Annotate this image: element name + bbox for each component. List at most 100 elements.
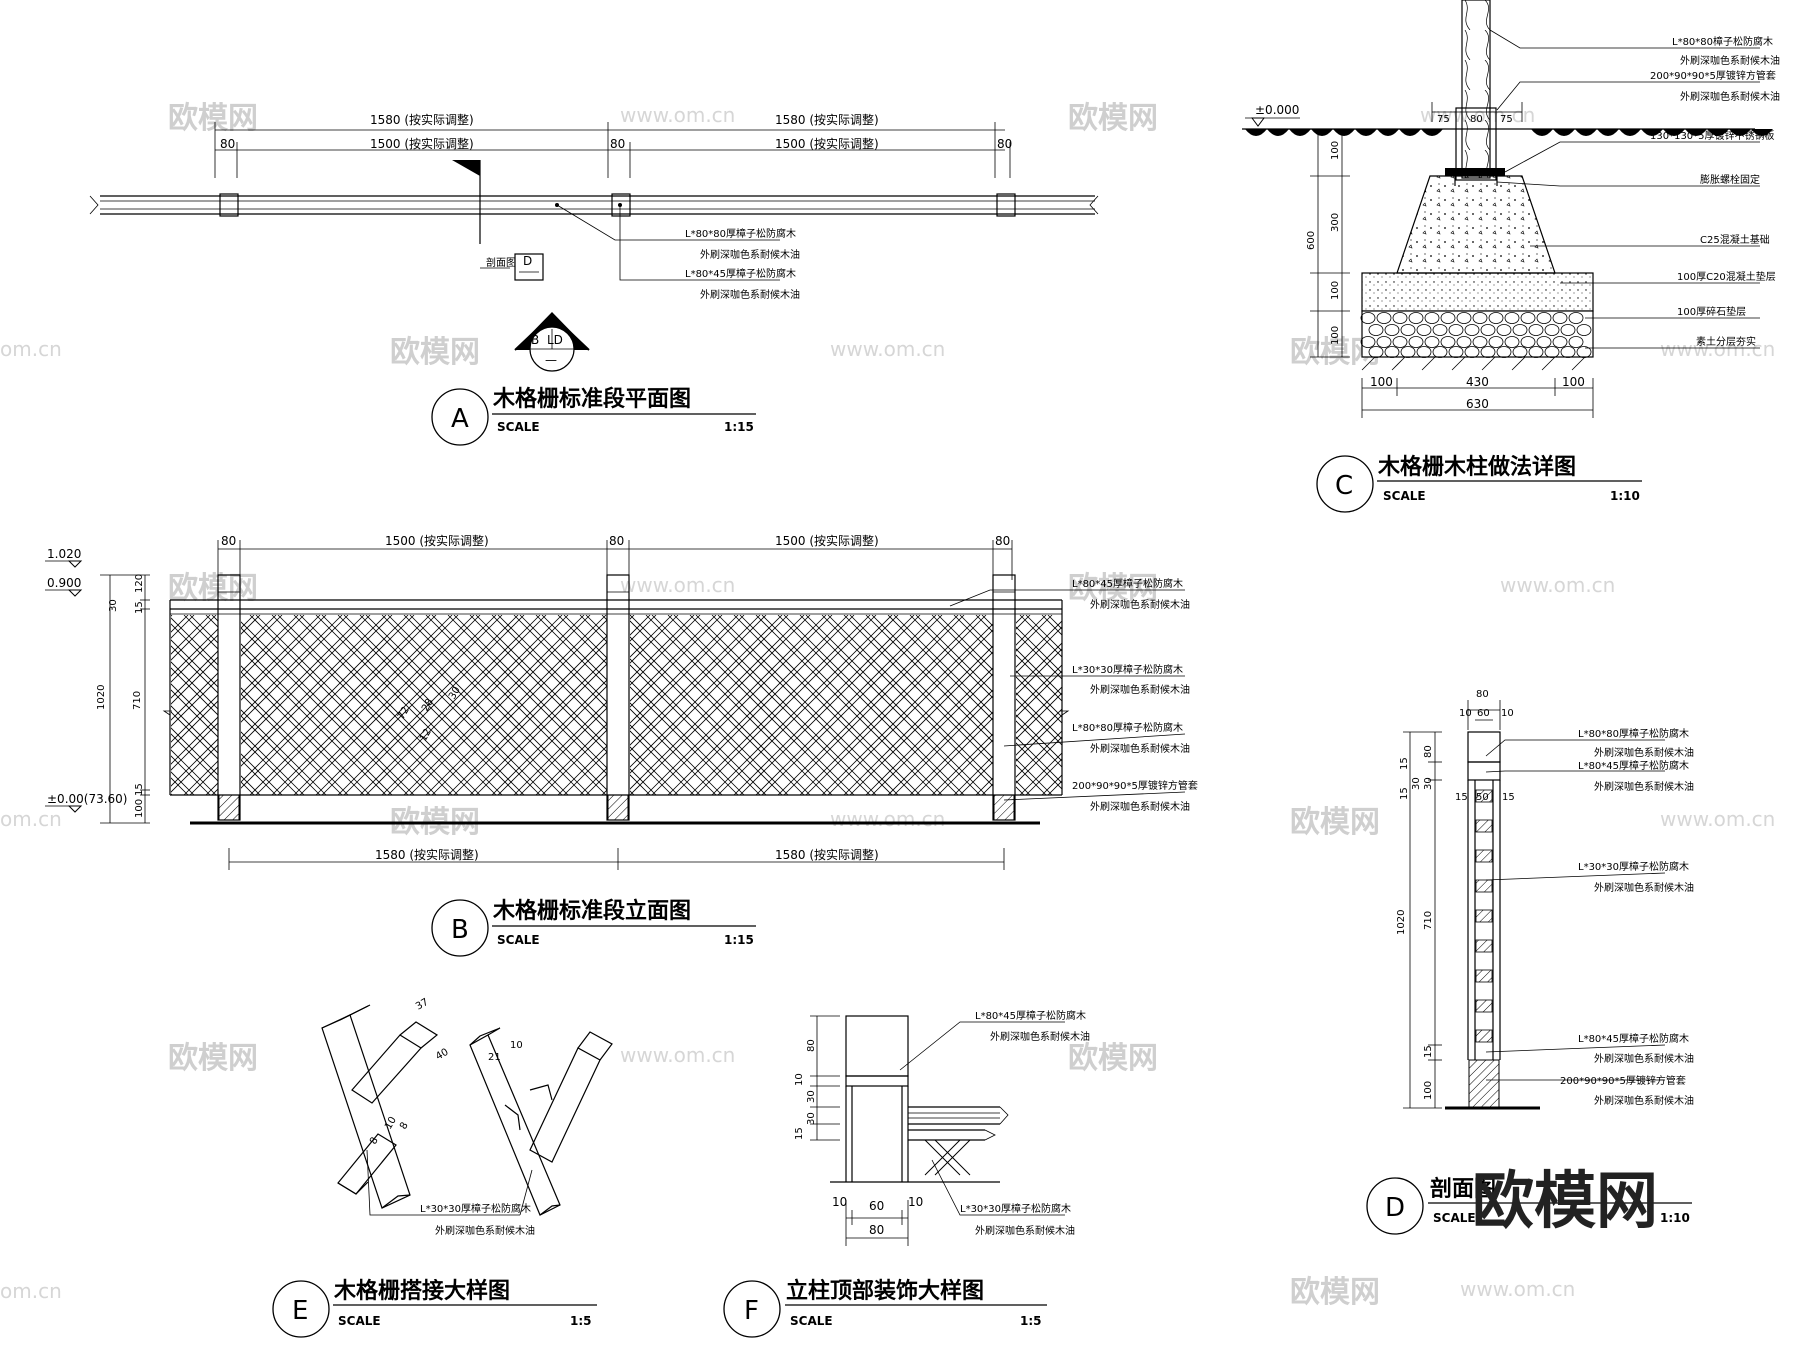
detail-tag-top: B	[531, 333, 539, 347]
level-mark: 1.020	[47, 547, 81, 561]
column-dim-bottom: 100	[1370, 375, 1393, 389]
panel-a-scale: 1:15	[724, 420, 754, 434]
detail-tag-right: LD	[547, 333, 563, 347]
panel-b-scale-label: SCALE	[497, 933, 540, 947]
panel-c-badge	[1316, 455, 1374, 513]
column-level: ±0.000	[1255, 103, 1299, 117]
section-note: 外刷深咖色系耐候木油	[1594, 1094, 1694, 1107]
panel-d-section: 80 10 60 10 80 15 30 30 15 1020 710 15 1…	[1366, 689, 1694, 1237]
panel-e-scale: 1:5	[570, 1314, 592, 1328]
panel-f-post-top-detail: 80 10 30 30 15 10 60 10 80 L*80*45厚樟子松防腐…	[723, 1009, 1090, 1338]
watermark-url: om.cn	[0, 807, 62, 831]
section-mid-dim: 15	[1455, 792, 1468, 803]
post-top-dim: 30	[806, 1090, 817, 1103]
post-top-note: L*30*30厚樟子松防腐木	[960, 1202, 1071, 1215]
plan-dim-mid: 80	[997, 137, 1012, 151]
column-note: L*80*80樟子松防腐木	[1672, 35, 1773, 48]
section-dim-top: 10	[1501, 708, 1514, 719]
section-note: 外刷深咖色系耐候木油	[1594, 1052, 1694, 1065]
watermark-url: www.om.cn	[620, 103, 735, 127]
elev-dim-left: 100	[134, 799, 145, 818]
watermark-url: om.cn	[0, 1279, 62, 1303]
brand-watermark: 欧模网	[1472, 1164, 1658, 1237]
joint-dim: 10	[510, 1040, 523, 1051]
column-note: 外刷深咖色系耐候木油	[1680, 54, 1780, 67]
elev-note: 外刷深咖色系耐候木油	[1090, 800, 1190, 813]
section-dim-top: 60	[1477, 708, 1490, 719]
column-note: 100厚碎石垫层	[1677, 305, 1746, 318]
column-dim-left: 600	[1306, 231, 1317, 250]
section-dim-top: 80	[1476, 689, 1489, 700]
panel-b-badge	[431, 899, 489, 957]
panel-e-badge	[272, 1280, 330, 1338]
plan-note: L*80*45厚樟子松防腐木	[685, 267, 796, 280]
column-dim-bottom: 100	[1562, 375, 1585, 389]
panel-e-scale-label: SCALE	[338, 1314, 381, 1328]
panel-a-letter: A	[451, 404, 469, 434]
section-dim-left: 710	[1423, 911, 1434, 930]
column-note: 200*90*90*5厚镀锌方管套	[1650, 69, 1776, 82]
panel-a-badge	[431, 388, 489, 446]
plan-note: 外刷深咖色系耐候木油	[700, 248, 800, 261]
panel-b-elevation: 80 1500 (按实际调整) 80 1500 (按实际调整) 80 72	[45, 533, 1198, 957]
section-note: L*30*30厚樟子松防腐木	[1578, 860, 1689, 873]
post-top-note: L*80*45厚樟子松防腐木	[975, 1009, 1086, 1022]
column-note: 130*130*5厚镀锌不锈钢板	[1650, 129, 1775, 142]
elev-dim-bottom: 1580 (按实际调整)	[775, 847, 879, 862]
panel-f-letter: F	[744, 1296, 759, 1326]
elev-dim-top: 80	[221, 534, 236, 548]
panel-c-title: 木格栅木柱做法详图	[1377, 454, 1576, 480]
panel-e-letter: E	[292, 1296, 308, 1326]
elev-note: 外刷深咖色系耐候木油	[1090, 742, 1190, 755]
watermark-text: 欧模网	[1290, 805, 1380, 840]
lattice-pattern	[171, 615, 1062, 795]
watermark-url: www.om.cn	[830, 337, 945, 361]
panel-c-scale: 1:10	[1610, 489, 1640, 503]
section-dim-left: 30	[1411, 777, 1422, 790]
joint-dim: 8	[368, 1135, 381, 1146]
elev-note: 外刷深咖色系耐候木油	[1090, 683, 1190, 696]
column-notes: L*80*80樟子松防腐木 外刷深咖色系耐候木油 200*90*90*5厚镀锌方…	[1489, 29, 1780, 349]
section-dim-left: 15	[1399, 787, 1410, 800]
elev-dim-left: 15	[134, 601, 145, 614]
section-dim-top: 10	[1459, 708, 1472, 719]
panel-e-joint-detail: 37 40 21 10 10 8 8 L*30*30厚樟子松防腐木 外刷深咖色系…	[272, 997, 613, 1338]
level-mark: 0.900	[47, 576, 81, 590]
elev-dim-left: 120	[134, 574, 145, 593]
column-dim-left: 300	[1330, 213, 1341, 232]
elev-dim-left: 30	[108, 599, 119, 612]
panel-b-title: 木格栅标准段立面图	[492, 898, 691, 924]
plan-section-tag: 剖面图	[486, 256, 516, 269]
column-note: 外刷深咖色系耐候木油	[1680, 90, 1780, 103]
plan-note: L*80*80厚樟子松防腐木	[685, 227, 796, 240]
panel-b-letter: B	[451, 915, 469, 945]
column-dim-left: 100	[1330, 281, 1341, 300]
plan-section-id: D	[523, 254, 532, 268]
section-dim-left: 15	[1399, 757, 1410, 770]
joint-dim: 40	[434, 1047, 451, 1063]
post-top-dim-bottom: 10	[908, 1195, 923, 1209]
post-top-dim: 15	[794, 1127, 805, 1140]
watermark-text: 欧模网	[168, 571, 258, 606]
watermark-text: 欧模网	[168, 101, 258, 136]
column-dim-top: 75	[1500, 114, 1513, 125]
column-dim-bottom: 630	[1466, 397, 1489, 411]
plan-note: 外刷深咖色系耐候木油	[700, 288, 800, 301]
panel-a-title: 木格栅标准段平面图	[492, 386, 691, 412]
panel-d-scale-label: SCALE	[1433, 1211, 1476, 1225]
watermark-url: www.om.cn	[1660, 807, 1775, 831]
panel-a-scale-label: SCALE	[497, 420, 540, 434]
watermark-url: www.om.cn	[1460, 1277, 1575, 1301]
section-note: L*80*45厚樟子松防腐木	[1578, 1032, 1689, 1045]
post-top-note: 外刷深咖色系耐候木油	[975, 1224, 1075, 1237]
elev-dim-top: 80	[609, 534, 624, 548]
elev-note: 200*90*90*5厚镀锌方管套	[1072, 779, 1198, 792]
joint-dim: 10	[383, 1115, 399, 1132]
plan-dim-top: 1580 (按实际调整)	[370, 112, 474, 127]
elev-dim-top: 1500 (按实际调整)	[775, 533, 879, 548]
section-dim-left: 1020	[1396, 910, 1407, 935]
panel-c-scale-label: SCALE	[1383, 489, 1426, 503]
watermark-layer: 欧模网 欧模网 www.om.cn www.om.cn 欧模网 om.cn ww…	[0, 101, 1775, 1310]
elev-note: L*80*45厚樟子松防腐木	[1072, 577, 1183, 590]
watermark-text: 欧模网	[168, 1041, 258, 1076]
